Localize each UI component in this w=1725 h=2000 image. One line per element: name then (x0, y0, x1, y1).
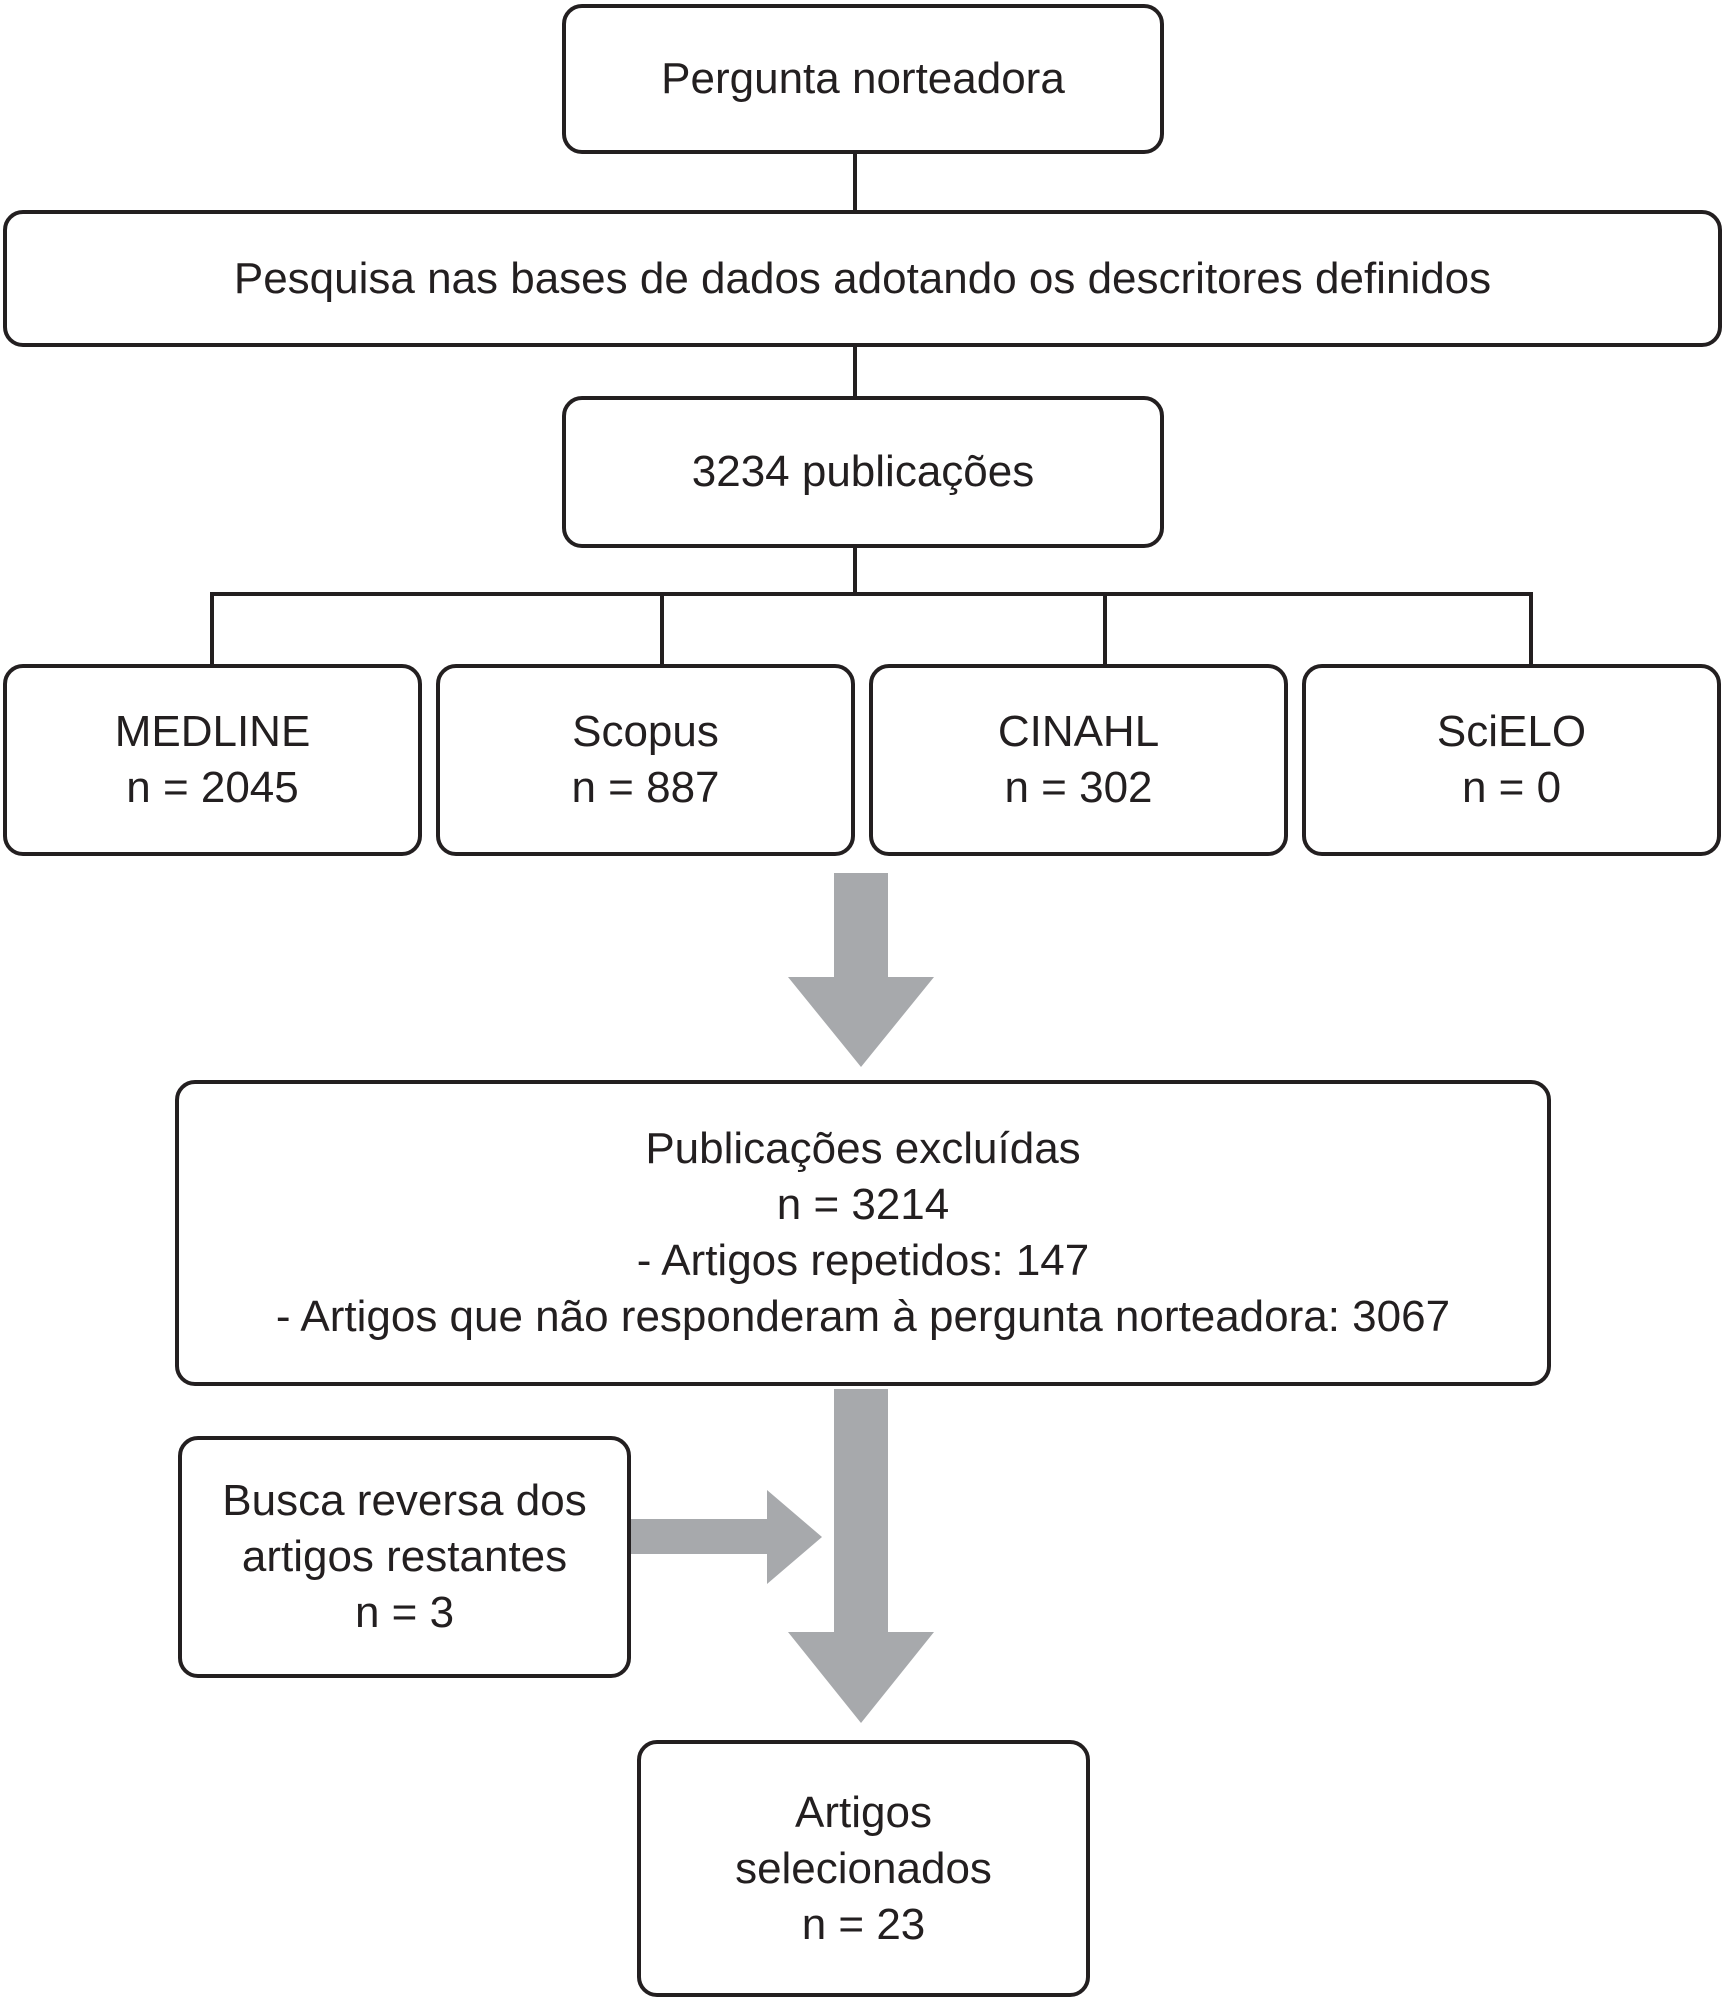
node-scielo-name: SciELO (1436, 707, 1587, 756)
node-reverse-search: Busca reversa dos artigos restantes n = … (178, 1436, 631, 1678)
node-reverse-count: n = 3 (354, 1588, 455, 1637)
node-selected-line-1: Artigos (795, 1787, 932, 1837)
node-total-publications: 3234 publicações (562, 396, 1164, 548)
node-medline-name: MEDLINE (114, 707, 311, 756)
node-scopus-name: Scopus (572, 707, 719, 756)
node-selected-line-2: selecionados (735, 1843, 992, 1893)
node-excluded-publications: Publicações excluídas n = 3214 - Artigos… (175, 1080, 1551, 1386)
node-medline: MEDLINE n = 2045 (3, 664, 422, 856)
node-selected-articles: Artigos selecionados n = 23 (637, 1740, 1090, 1997)
node-database-search: Pesquisa nas bases de dados adotando os … (3, 210, 1722, 347)
node-guiding-question-line: Pergunta norteadora (661, 54, 1065, 103)
node-scopus-count: n = 887 (571, 763, 720, 812)
node-scielo-count: n = 0 (1461, 763, 1562, 812)
node-excluded-title: Publicações excluídas (645, 1124, 1081, 1173)
node-excluded-repeated: - Artigos repetidos: 147 (636, 1236, 1090, 1285)
node-scielo: SciELO n = 0 (1302, 664, 1721, 856)
node-guiding-question: Pergunta norteadora (562, 4, 1164, 154)
arrow-reverse-to-selected (631, 1490, 822, 1584)
arrow-excluded-to-selected (788, 1389, 934, 1723)
node-excluded-not-answering: - Artigos que não responderam à pergunta… (275, 1292, 1451, 1341)
node-cinahl-count: n = 302 (1004, 763, 1153, 812)
node-reverse-line-1: Busca reversa dos (222, 1476, 587, 1525)
node-medline-count: n = 2045 (126, 763, 299, 812)
node-excluded-count: n = 3214 (776, 1180, 950, 1229)
node-reverse-line-2: artigos restantes (241, 1532, 568, 1581)
node-selected-count: n = 23 (801, 1899, 926, 1949)
node-total-publications-line: 3234 publicações (691, 447, 1035, 496)
node-cinahl-name: CINAHL (997, 707, 1160, 756)
arrow-databases-to-excluded (788, 873, 934, 1067)
node-cinahl: CINAHL n = 302 (869, 664, 1288, 856)
node-scopus: Scopus n = 887 (436, 664, 855, 856)
node-database-search-line: Pesquisa nas bases de dados adotando os … (233, 253, 1492, 303)
